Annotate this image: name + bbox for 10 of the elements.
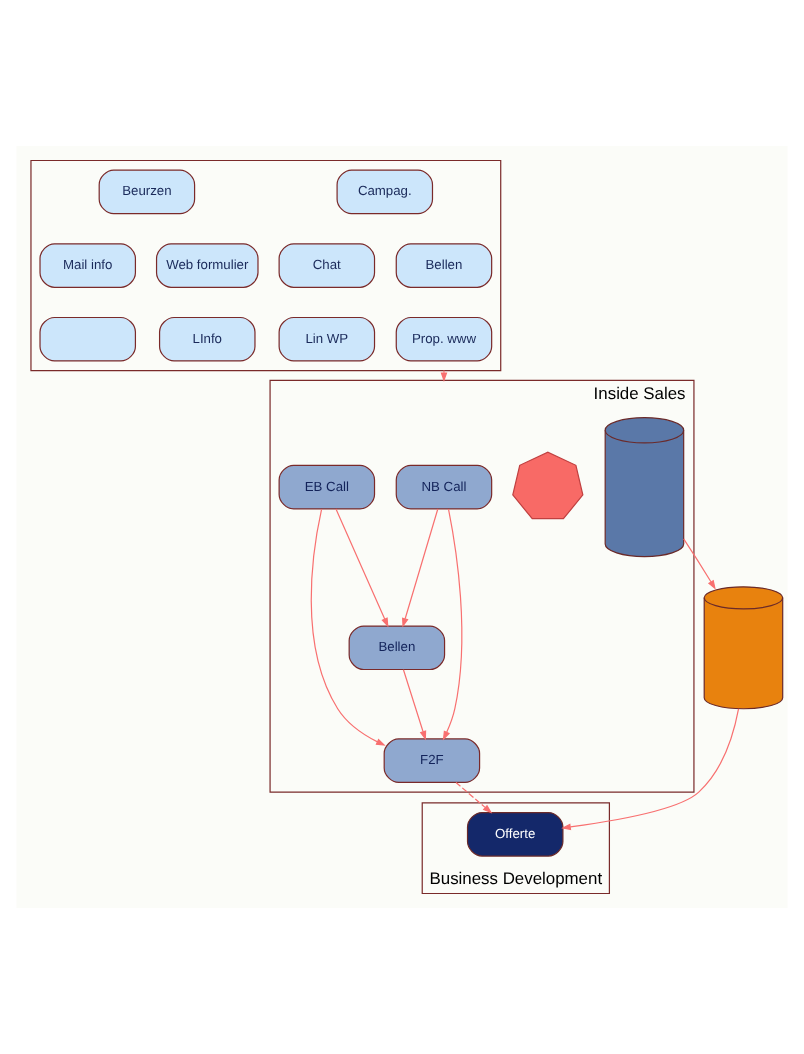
arrow — [561, 708, 740, 831]
node-box — [39, 316, 137, 362]
arrow — [455, 781, 493, 814]
arrow — [683, 538, 716, 590]
arrow — [402, 669, 427, 741]
arrow — [310, 508, 386, 746]
arrow — [335, 508, 389, 628]
node-heptagon — [512, 451, 584, 520]
arrow — [402, 508, 439, 628]
arrow — [442, 508, 463, 741]
